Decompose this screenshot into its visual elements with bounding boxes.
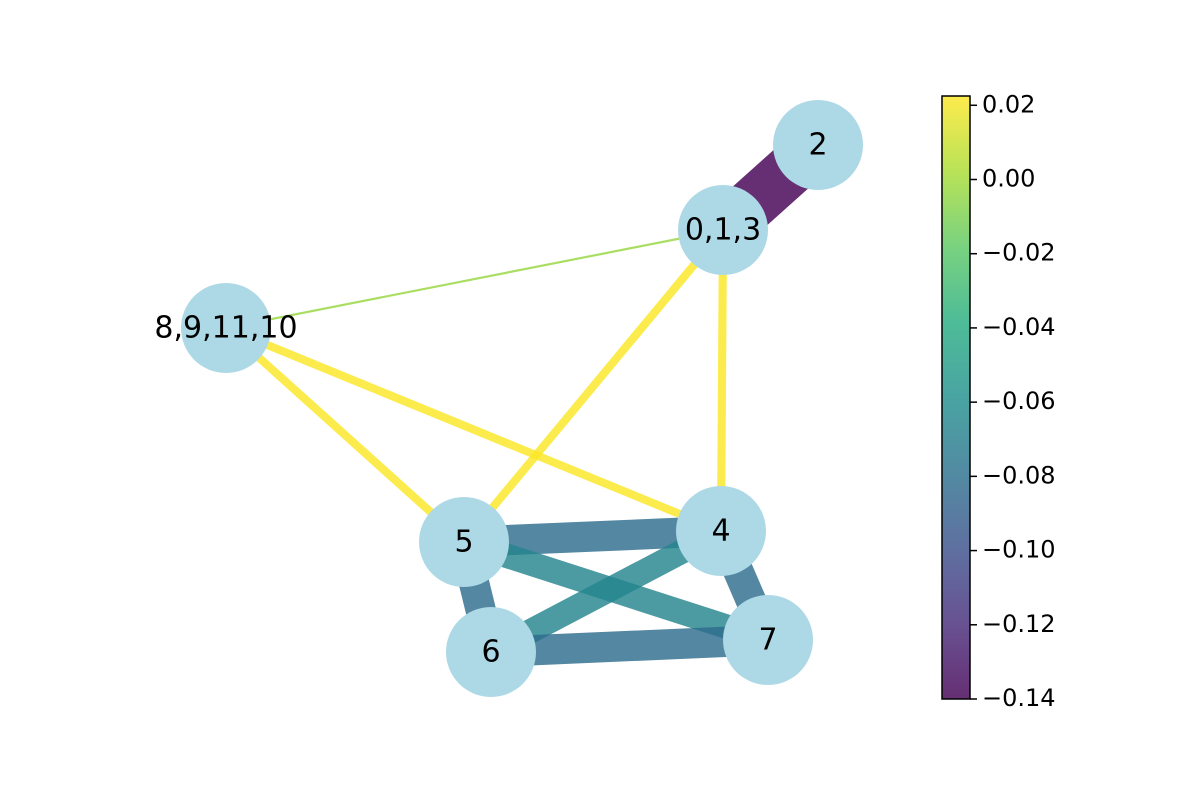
edge-n891110-n5 (223, 324, 467, 546)
node-n891110: 8,9,11,10 (154, 283, 298, 373)
colorbar-frame (941, 95, 971, 700)
colorbar-tick-label: −0.04 (982, 313, 1056, 341)
node-circle (181, 283, 271, 373)
node-n5: 5 (419, 497, 509, 587)
colorbar-tick-label: −0.10 (982, 536, 1056, 564)
node-n013: 0,1,3 (678, 185, 768, 275)
node-circle (773, 100, 863, 190)
node-circle (678, 185, 768, 275)
colorbar-tick-label: −0.06 (982, 387, 1056, 415)
node-label: 8,9,11,10 (154, 311, 297, 346)
colorbar-gradient (942, 96, 970, 699)
colorbar-tick-label: −0.08 (982, 461, 1056, 489)
colorbar-tick-label: 0.02 (982, 90, 1035, 118)
edge-n013-n4 (716, 229, 728, 532)
node-circle (723, 595, 813, 685)
node-label: 5 (454, 525, 473, 560)
node-circle (446, 607, 536, 697)
node-n6: 6 (446, 607, 536, 697)
node-circle (676, 486, 766, 576)
node-label: 2 (808, 128, 827, 163)
colorbar-ticks: 0.02 0.00 −0.02 −0.04 −0.06 −0.08 −0.10 −0.12 −0… (970, 90, 1056, 712)
node-label: 7 (758, 623, 777, 658)
node-n2: 2 (773, 100, 863, 190)
colorbar: 0.02 0.00 −0.02 −0.04 −0.06 −0.08 −0.10 −0.12 −0… (941, 90, 1056, 712)
node-n7: 7 (723, 595, 813, 685)
node-circle (419, 497, 509, 587)
node-label: 6 (481, 635, 500, 670)
node-n4: 4 (676, 486, 766, 576)
edge-n6-n7 (490, 624, 769, 668)
colorbar-tick-label: −0.14 (982, 684, 1056, 712)
edge-n891110-n4 (224, 324, 723, 535)
node-label: 4 (711, 514, 730, 549)
node-label: 0,1,3 (685, 213, 761, 248)
colorbar-tick-label: −0.02 (982, 239, 1056, 267)
colorbar-tick-label: 0.00 (982, 164, 1035, 192)
nodes-layer: 0,1,3 2 8,9,11,10 5 4 6 7 (154, 100, 863, 697)
edge-n013-n891110 (225, 228, 724, 330)
edge-n013-n5 (460, 227, 727, 545)
colorbar-tick-label: −0.12 (982, 610, 1056, 638)
